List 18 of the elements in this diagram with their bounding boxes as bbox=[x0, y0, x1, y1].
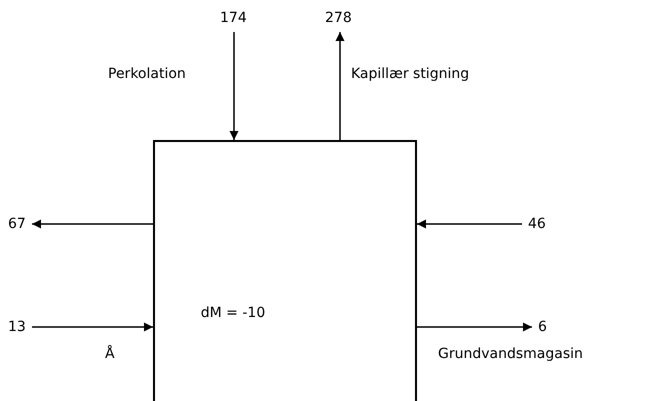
side-label: Grundvandsmagasin bbox=[438, 346, 583, 362]
side-label: Å bbox=[105, 346, 115, 362]
flow-arrow bbox=[230, 32, 238, 140]
edge-label: Perkolation bbox=[108, 66, 186, 82]
flow-arrow bbox=[32, 220, 153, 228]
storage-box bbox=[153, 140, 417, 401]
flow-value: 13 bbox=[8, 319, 26, 335]
flow-value: 67 bbox=[8, 216, 26, 232]
flow-value: 278 bbox=[325, 10, 352, 26]
balance-text: dM = -10 bbox=[200, 305, 266, 321]
flow-arrow bbox=[417, 322, 532, 332]
flow-value: 174 bbox=[220, 10, 247, 26]
flow-value: 6 bbox=[538, 319, 547, 335]
edge-label: Kapillær stigning bbox=[351, 66, 470, 82]
flow-arrow bbox=[32, 322, 153, 332]
flow-arrow bbox=[417, 220, 522, 228]
flow-value: 46 bbox=[528, 216, 546, 232]
flow-arrow bbox=[336, 32, 344, 140]
